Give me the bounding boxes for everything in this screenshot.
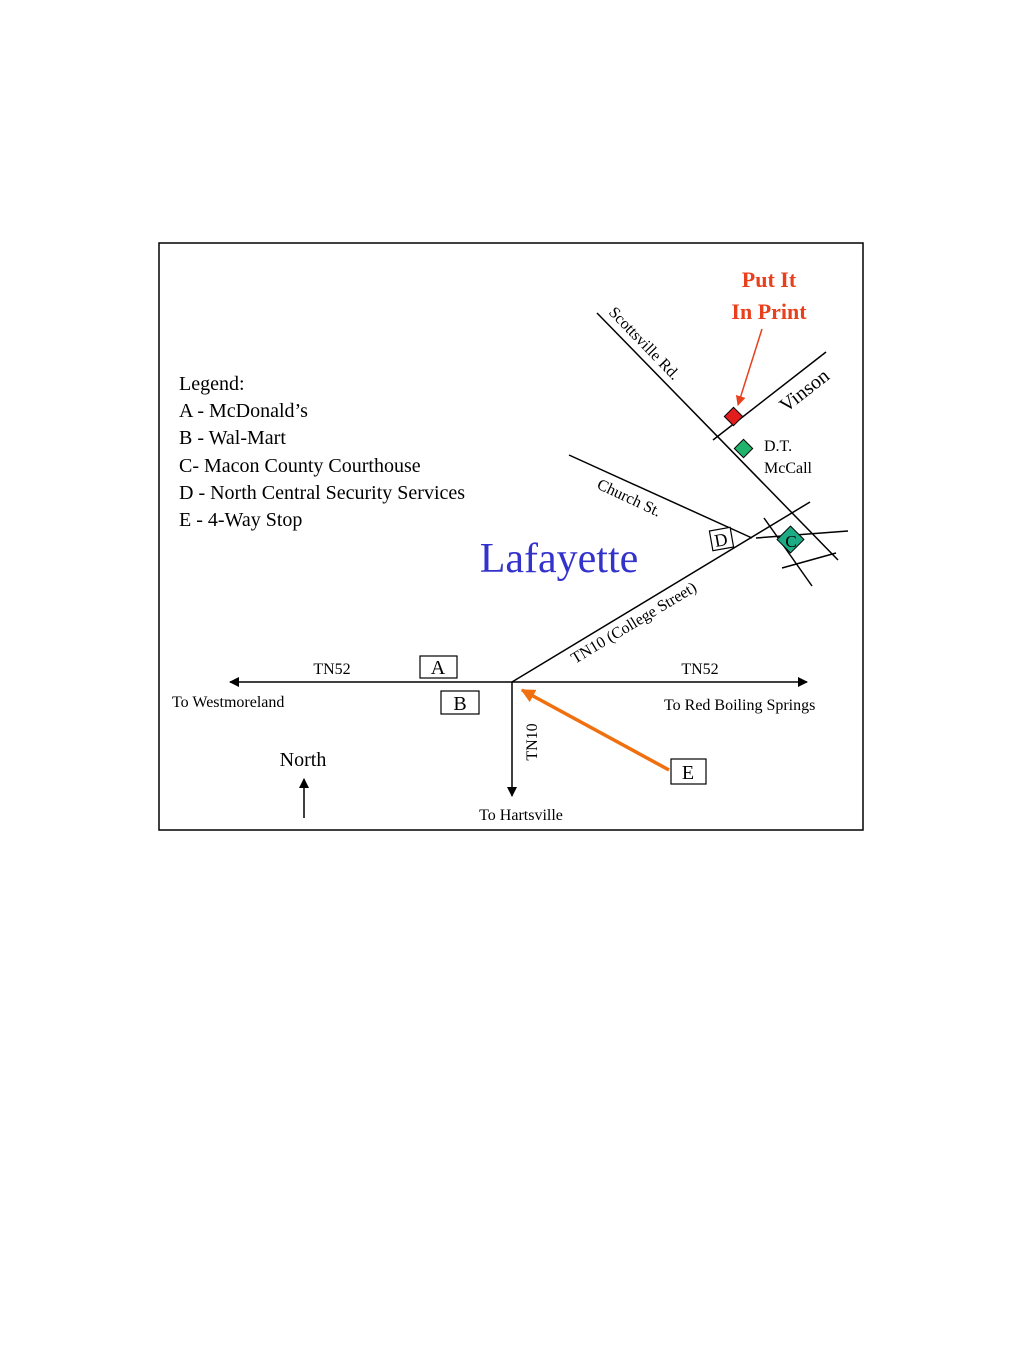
callout-line-2: In Print [731, 299, 807, 324]
callout-line-1: Put It [742, 267, 797, 292]
map-frame [158, 242, 864, 831]
marker-a-letter: A [431, 657, 446, 679]
marker-e-letter: E [682, 762, 694, 784]
tn52-west-label: TN52 [313, 661, 350, 678]
callout-arrow [735, 328, 763, 406]
legend-item-a: A - McDonald’s [179, 400, 308, 422]
cross-street-upper [755, 530, 849, 539]
town-label: Lafayette [480, 536, 639, 582]
marker-c-letter: C [785, 532, 796, 551]
marker-b-box [440, 690, 480, 715]
tn52-east-label: TN52 [681, 661, 718, 678]
marker-d-box [708, 526, 735, 552]
dt-mccall-label-line-2: McCall [764, 460, 813, 477]
four-way-stop-arrow [520, 688, 670, 772]
destination-south: To Hartsville [479, 807, 563, 824]
vinson-road [712, 351, 827, 441]
tn10-south-label: TN10 [524, 723, 541, 760]
courthouse-marker [776, 525, 805, 554]
side-street [763, 517, 813, 587]
legend-item-e: E - 4-Way Stop [179, 509, 302, 531]
legend-item-c: C- Macon County Courthouse [179, 455, 421, 477]
destination-west: To Westmoreland [172, 694, 284, 711]
dt-mccall-label-line-1: D.T. [764, 438, 792, 455]
college-street-road [511, 501, 811, 683]
marker-d-letter: D [713, 529, 729, 551]
destination-east: To Red Boiling Springs [664, 697, 815, 714]
north-label: North [280, 749, 327, 771]
legend-title: Legend: [179, 373, 245, 395]
legend-item-b: B - Wal-Mart [179, 427, 286, 449]
marker-e-box [670, 758, 707, 785]
marker-a-box [419, 655, 458, 679]
cross-street-lower [781, 552, 837, 569]
put-it-in-print-marker [723, 406, 744, 427]
dt-mccall-marker [733, 438, 754, 459]
marker-b-letter: B [453, 693, 466, 715]
legend-item-d: D - North Central Security Services [179, 482, 465, 504]
church-street-road [568, 454, 753, 539]
